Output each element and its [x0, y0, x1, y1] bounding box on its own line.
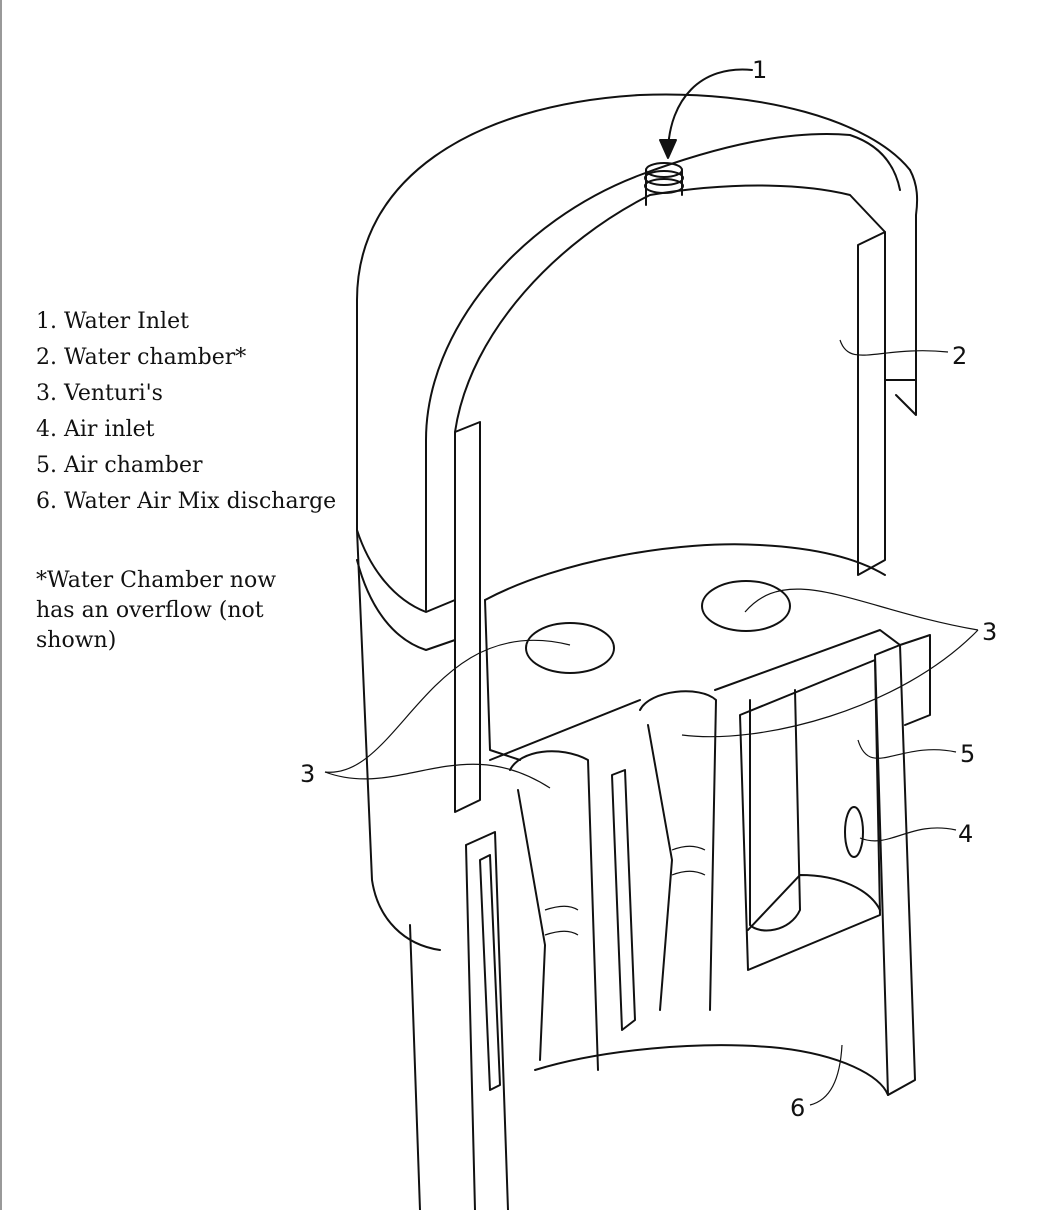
air-inlet-hole [844, 806, 864, 858]
legend-item: 3. Venturi's [36, 381, 163, 406]
page-edge [0, 0, 2, 1210]
arrow-1 [659, 139, 677, 159]
legend-item: 1. Water Inlet [36, 309, 189, 334]
dome-cut-outer [425, 133, 901, 611]
venturi-throat-lines [544, 845, 706, 936]
callout-3-left: 3 [300, 760, 315, 788]
callout-4: 4 [958, 820, 973, 848]
chamber-floor-front [484, 599, 521, 761]
shell-right-lower [899, 634, 931, 726]
overflow-note: *Water Chamber now has an overflow (not … [36, 568, 277, 653]
chamber-floor-top [484, 543, 886, 601]
venturi-opening-right [701, 580, 791, 632]
leader-3-left-b [324, 763, 551, 789]
lower-left-slot [479, 854, 501, 1091]
discharge-curve [534, 1044, 889, 1096]
callout-1: 1 [752, 56, 767, 84]
callout-3-right: 3 [982, 618, 997, 646]
legend: 1. Water Inlet 2. Water chamber* 3. Vent… [36, 304, 336, 520]
legend-item: 4. Air inlet [36, 417, 155, 442]
center-block-top [489, 629, 901, 761]
outer-lower-left [409, 924, 421, 1210]
outer-dome-edge [909, 169, 919, 381]
legend-item: 6. Water Air Mix discharge [36, 489, 337, 514]
venturi-front-right [639, 690, 717, 1011]
callout-2: 2 [952, 342, 967, 370]
legend-item: 5. Air chamber [36, 453, 203, 478]
water-inlet-fitting [644, 162, 684, 206]
water-chamber-left-wall [454, 421, 481, 813]
air-chamber-box [739, 659, 881, 971]
leader-3-right-a [744, 588, 979, 631]
air-chamber-pipe [749, 689, 801, 932]
callout-5: 5 [960, 740, 975, 768]
leader-1 [667, 68, 753, 151]
outer-dome [356, 93, 911, 531]
divider-slot [611, 769, 636, 1031]
leader-4 [859, 827, 957, 842]
leader-3-left-a [324, 639, 571, 773]
venturi-opening-left [525, 622, 615, 674]
leader-5 [857, 739, 957, 759]
leader-2 [839, 339, 949, 356]
air-chamber-right-wall [874, 644, 916, 1096]
dome-slab-right [857, 231, 886, 576]
lower-left-slab [465, 831, 509, 1210]
leader-3-right-b [681, 629, 979, 738]
air-chamber-floor [747, 874, 881, 931]
shell-left-step [356, 529, 456, 651]
leader-6 [809, 1044, 843, 1106]
legend-item: 2. Water chamber* [36, 345, 247, 370]
callout-6: 6 [790, 1094, 805, 1122]
dome-step-right [884, 379, 917, 416]
outer-wall-left [356, 529, 441, 951]
dome-cut-inner [454, 184, 886, 433]
venturi-front-left [509, 750, 599, 1071]
